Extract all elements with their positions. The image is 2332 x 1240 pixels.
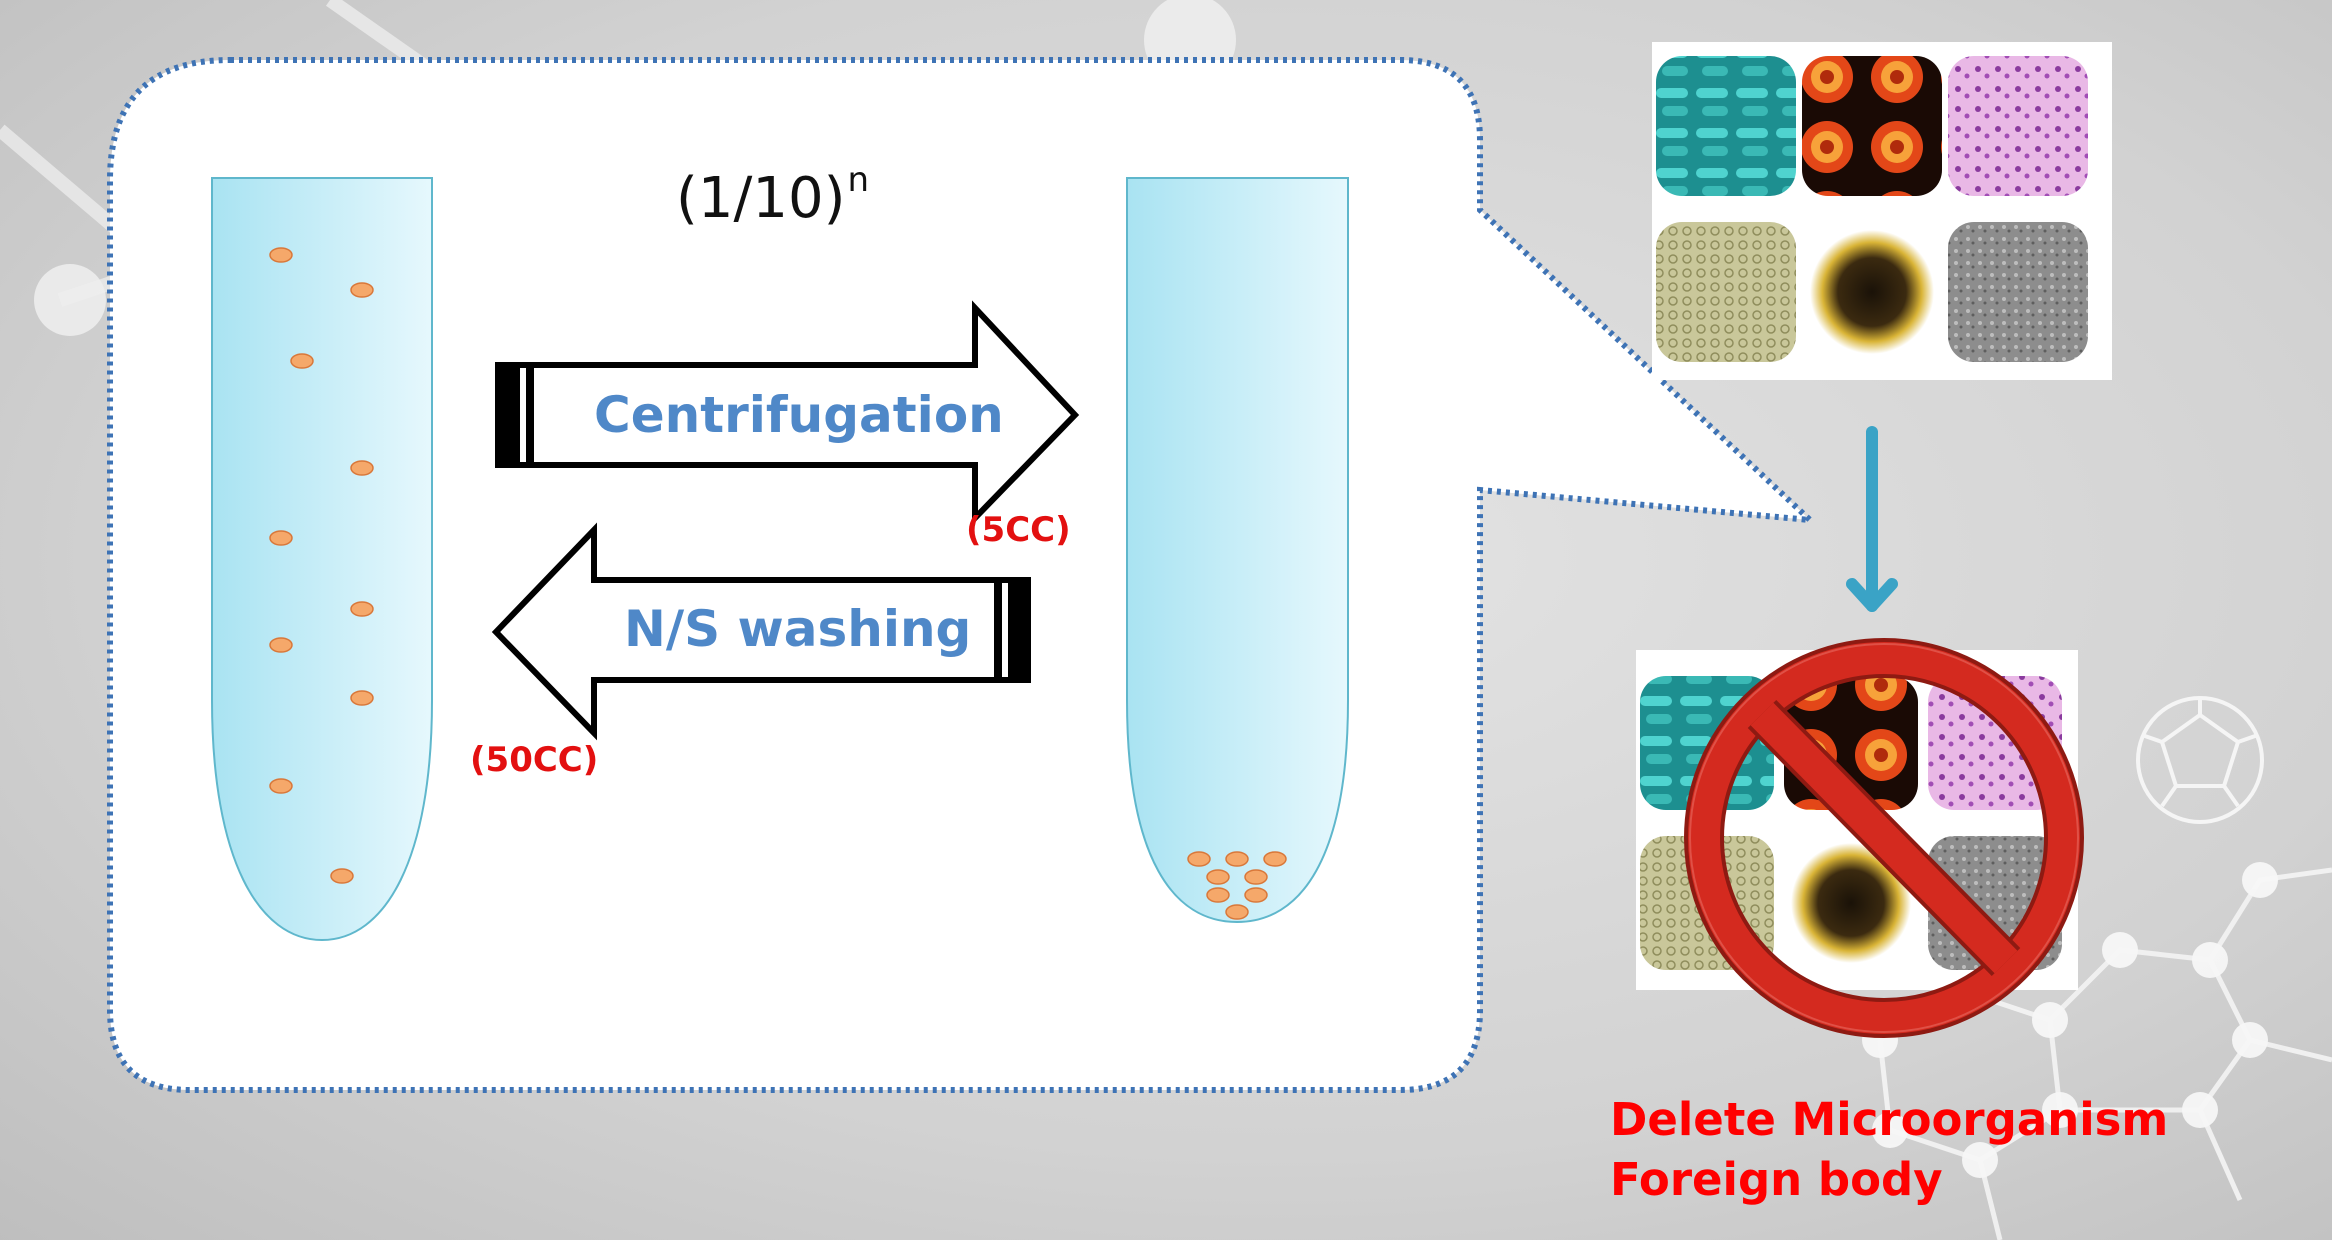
result-text: Delete Microorganism Foreign body: [1610, 1090, 2168, 1210]
bacteria-tile-icon: [1656, 56, 1796, 196]
microorganism-tiles: [1656, 56, 2088, 362]
particle: [269, 637, 293, 653]
right-tube-pellet: [1187, 851, 1287, 920]
particle: [1263, 851, 1287, 867]
particle: [1244, 869, 1268, 885]
particle: [1187, 851, 1211, 867]
centrifugation-arrow: [495, 300, 1080, 526]
particle: [350, 601, 374, 617]
particle: [1206, 869, 1230, 885]
ns-washing-volume: (50CC): [470, 740, 599, 780]
dilution-formula: (1/10)n: [676, 160, 869, 231]
particle: [269, 778, 293, 794]
tissue-tile-icon: [1948, 56, 2088, 196]
result-line-2: Foreign body: [1610, 1153, 1943, 1206]
centrifugation-label: Centrifugation: [594, 386, 1004, 444]
prohibition-icon: [1684, 638, 2084, 1038]
centrifugation-volume: (5CC): [966, 510, 1071, 550]
left-tube: [211, 177, 433, 942]
ns-washing-arrow: [491, 522, 1031, 741]
cell-tile-icon: [1656, 222, 1796, 362]
particle: [350, 460, 374, 476]
particle: [1225, 904, 1249, 920]
spiky-virus-tile-icon: [1791, 843, 1911, 963]
particle: [1225, 851, 1249, 867]
formula-base: (1/10): [676, 166, 846, 231]
particle: [1244, 887, 1268, 903]
particle: [269, 247, 293, 263]
ns-washing-label: N/S washing: [624, 600, 972, 658]
down-arrow-icon: [1846, 426, 1898, 612]
speech-bubble-outline: [107, 57, 1819, 1093]
right-tube: [1126, 177, 1349, 924]
grey-cell-tile-icon: [1948, 222, 2088, 362]
particle: [330, 868, 354, 884]
microorganism-grid-top: [1652, 42, 2112, 380]
left-tube-particles: [269, 247, 374, 884]
particle: [1206, 887, 1230, 903]
particle: [269, 530, 293, 546]
particle: [350, 282, 374, 298]
particle: [290, 353, 314, 369]
particle: [350, 690, 374, 706]
formula-exponent: n: [847, 160, 870, 200]
virus-tile-icon: [1802, 56, 1942, 196]
result-line-1: Delete Microorganism: [1610, 1093, 2169, 1146]
spiky-virus-tile-icon: [1810, 230, 1934, 354]
